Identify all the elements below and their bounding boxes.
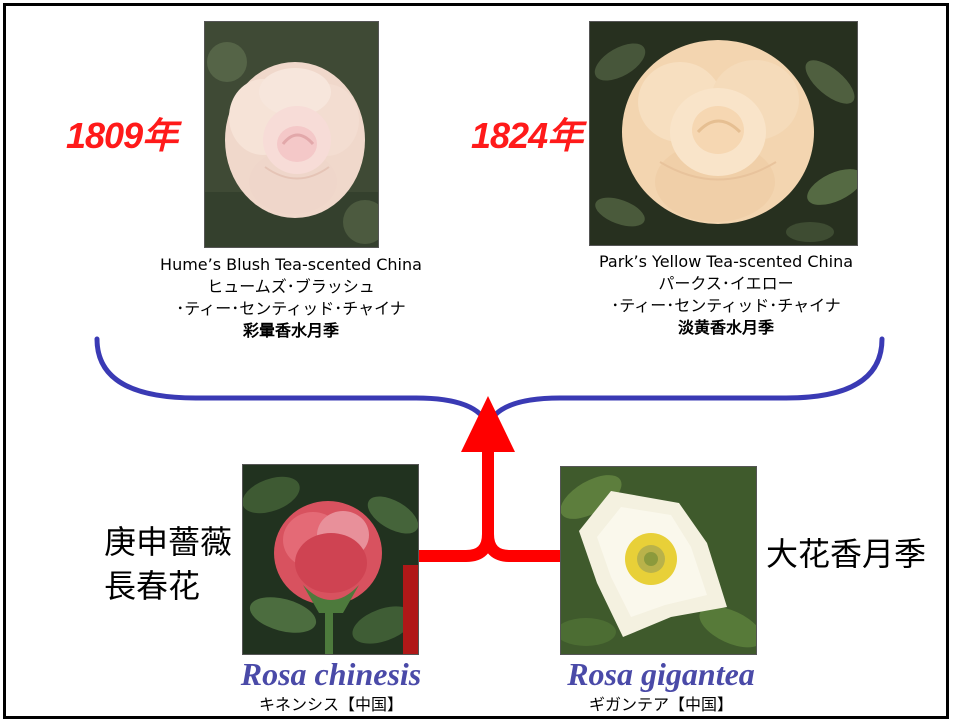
- latin-name-right: Rosa gigantea: [567, 656, 755, 692]
- slide-frame: 1809年 1824年 Hume’s Blush Tea-scented Chi…: [3, 3, 949, 719]
- lineage-connectors: [94, 336, 885, 562]
- pink-rose-bud-photo-icon: [243, 465, 418, 654]
- year-label-left: 1809年: [66, 115, 178, 156]
- name-english: Hume’s Blush Tea-scented China: [160, 255, 422, 274]
- photo-bottom-left: [242, 464, 419, 655]
- chinese-name-right: 大花香月季: [766, 535, 927, 573]
- pale-pink-rose-photo-icon: [205, 22, 378, 247]
- name-japanese-line1: ヒュームズ･ブラッシュ: [207, 277, 375, 296]
- name-english: Park’s Yellow Tea-scented China: [598, 252, 854, 271]
- origin-right: ギガンテア【中国】: [588, 695, 733, 714]
- year-label-right: 1824年: [471, 115, 583, 156]
- name-chinese: 淡黄香水月季: [677, 318, 774, 337]
- caption-top-right: Park’s Yellow Tea-scented China パークス･イエロ…: [551, 251, 901, 339]
- photo-top-left: [204, 21, 379, 248]
- arrow-head: [461, 396, 515, 452]
- latin-name-left: Rosa chinesis: [240, 656, 422, 692]
- caption-top-left: Hume’s Blush Tea-scented China ヒュームズ･ブラッ…: [116, 254, 466, 342]
- white-rose-photo-icon: [561, 467, 756, 654]
- photo-bottom-right: [560, 466, 757, 655]
- chinese-name-left-line2: 長春花: [104, 567, 201, 605]
- cross-arrow-path: [416, 444, 560, 562]
- name-japanese-line2: ･ティー･センティッド･チャイナ: [176, 299, 406, 318]
- name-japanese-line2: ･ティー･センティッド･チャイナ: [611, 296, 841, 315]
- photo-top-right: [589, 21, 858, 246]
- origin-left: キネンシス【中国】: [258, 695, 403, 714]
- chinese-name-left-line1: 庚申薔薇: [104, 523, 233, 561]
- pale-yellow-rose-photo-icon: [590, 22, 857, 245]
- chinese-name-left: 庚申薔薇 長春花: [104, 520, 232, 608]
- name-chinese: 彩暈香水月季: [242, 321, 339, 340]
- name-japanese-line1: パークス･イエロー: [658, 274, 794, 293]
